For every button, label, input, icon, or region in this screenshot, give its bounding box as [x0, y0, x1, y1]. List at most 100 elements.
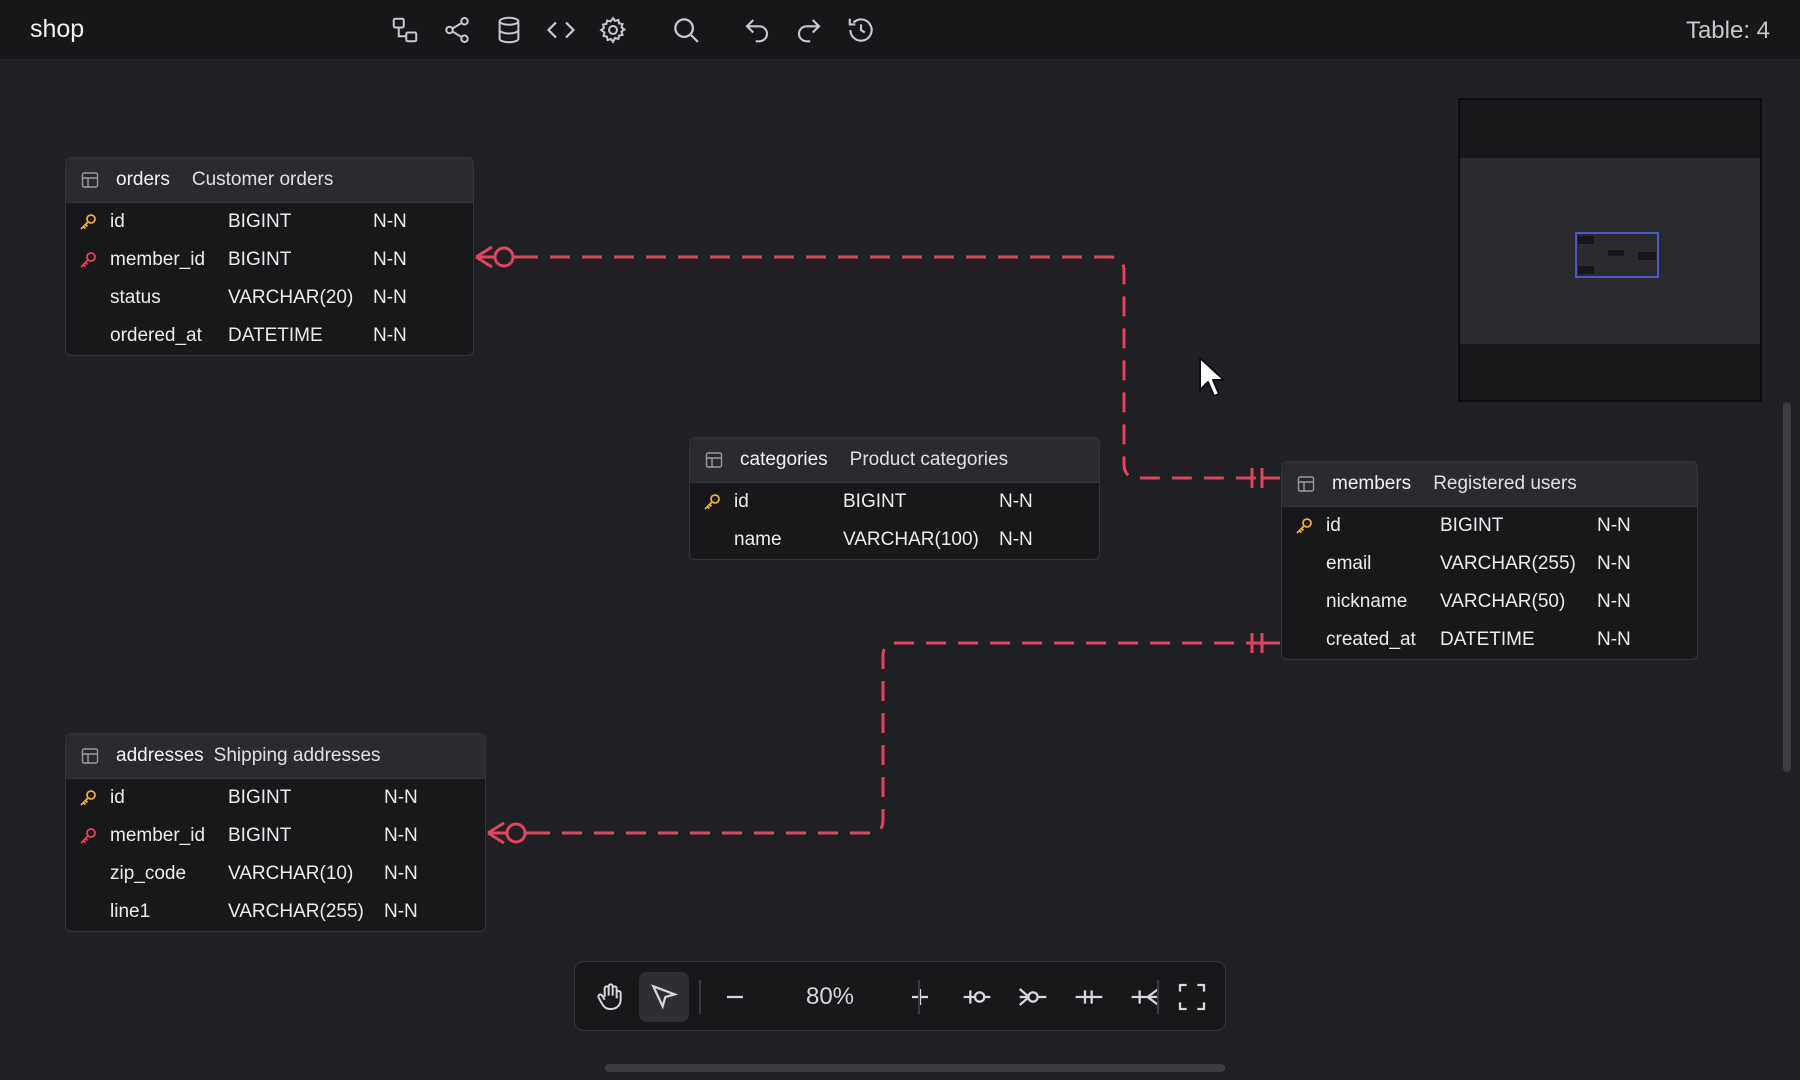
- redo-icon[interactable]: [792, 13, 826, 47]
- table-orders[interactable]: orders Customer orders id BIGINT N-N mem…: [65, 157, 474, 356]
- column-nullable[interactable]: N-N: [1597, 629, 1631, 650]
- column-row[interactable]: id BIGINT N-N: [66, 203, 473, 241]
- column-nullable[interactable]: N-N: [373, 249, 407, 270]
- fullscreen-icon[interactable]: [1167, 972, 1217, 1022]
- zoom-out-icon[interactable]: [710, 972, 760, 1022]
- relationship-icon[interactable]: [388, 13, 422, 47]
- vertical-scrollbar[interactable]: [1783, 402, 1791, 772]
- minimap[interactable]: [1458, 98, 1762, 402]
- zoom-level[interactable]: 80%: [805, 983, 855, 1010]
- column-row[interactable]: line1 VARCHAR(255) N-N: [66, 893, 485, 931]
- primary-key-icon: [80, 214, 96, 230]
- column-nullable[interactable]: N-N: [1597, 591, 1631, 612]
- zoom-in-icon[interactable]: [895, 972, 945, 1022]
- column-nullable[interactable]: N-N: [1597, 553, 1631, 574]
- table-name[interactable]: addresses: [116, 745, 204, 766]
- code-icon[interactable]: [544, 13, 578, 47]
- table-comment[interactable]: Registered users: [1433, 473, 1577, 494]
- zero-many-relation-icon[interactable]: [1008, 972, 1058, 1022]
- column-name[interactable]: status: [110, 287, 161, 308]
- table-comment[interactable]: Shipping addresses: [213, 745, 381, 766]
- column-name[interactable]: id: [110, 787, 125, 808]
- column-name[interactable]: ordered_at: [110, 325, 202, 346]
- column-type[interactable]: DATETIME: [1440, 629, 1535, 650]
- column-type[interactable]: BIGINT: [228, 825, 292, 846]
- column-nullable[interactable]: N-N: [384, 787, 418, 808]
- column-name[interactable]: zip_code: [110, 863, 187, 884]
- column-type[interactable]: VARCHAR(50): [1440, 591, 1566, 612]
- table-name[interactable]: categories: [740, 449, 828, 470]
- history-icon[interactable]: [844, 13, 878, 47]
- column-type[interactable]: VARCHAR(20): [228, 287, 354, 308]
- column-name[interactable]: member_id: [110, 825, 206, 846]
- column-row[interactable]: member_id BIGINT N-N: [66, 241, 473, 279]
- column-type[interactable]: DATETIME: [228, 325, 323, 346]
- column-type[interactable]: VARCHAR(10): [228, 863, 354, 884]
- column-row[interactable]: ordered_at DATETIME N-N: [66, 317, 473, 355]
- column-name[interactable]: id: [110, 211, 125, 232]
- table-comment[interactable]: Customer orders: [191, 169, 334, 190]
- table-header[interactable]: orders Customer orders: [66, 158, 473, 203]
- table-header[interactable]: categories Product categories: [690, 438, 1099, 483]
- table-comment[interactable]: Product categories: [849, 449, 1009, 470]
- table-members[interactable]: members Registered users id BIGINT N-N e…: [1281, 461, 1698, 660]
- one-many-relation-icon[interactable]: [1120, 972, 1170, 1022]
- select-tool-icon[interactable]: [639, 972, 689, 1022]
- column-name[interactable]: line1: [110, 901, 151, 922]
- table-name[interactable]: orders: [116, 169, 170, 190]
- column-name[interactable]: id: [734, 491, 749, 512]
- column-type[interactable]: BIGINT: [228, 249, 292, 270]
- settings-icon[interactable]: [596, 13, 630, 47]
- column-type[interactable]: VARCHAR(255): [1440, 553, 1576, 574]
- column-nullable[interactable]: N-N: [384, 901, 418, 922]
- column-nullable[interactable]: N-N: [384, 825, 418, 846]
- column-row[interactable]: name VARCHAR(100) N-N: [690, 521, 1099, 559]
- column-type[interactable]: VARCHAR(100): [843, 529, 979, 550]
- horizontal-scrollbar[interactable]: [605, 1064, 1225, 1072]
- column-nullable[interactable]: N-N: [999, 529, 1033, 550]
- column-type[interactable]: BIGINT: [228, 787, 292, 808]
- column-name[interactable]: member_id: [110, 249, 206, 270]
- project-title[interactable]: shop: [30, 15, 85, 43]
- column-row[interactable]: zip_code VARCHAR(10) N-N: [66, 855, 485, 893]
- column-row[interactable]: id BIGINT N-N: [690, 483, 1099, 521]
- column-row[interactable]: created_at DATETIME N-N: [1282, 621, 1697, 659]
- column-type[interactable]: BIGINT: [1440, 515, 1504, 536]
- toolbar-divider: [1157, 980, 1159, 1014]
- undo-icon[interactable]: [740, 13, 774, 47]
- table-categories[interactable]: categories Product categories id BIGINT …: [689, 437, 1100, 560]
- column-row[interactable]: email VARCHAR(255) N-N: [1282, 545, 1697, 583]
- column-row[interactable]: id BIGINT N-N: [1282, 507, 1697, 545]
- column-nullable[interactable]: N-N: [999, 491, 1033, 512]
- column-name[interactable]: id: [1326, 515, 1341, 536]
- zero-one-relation-icon[interactable]: [952, 972, 1002, 1022]
- table-name[interactable]: members: [1332, 473, 1412, 494]
- column-name[interactable]: name: [734, 529, 782, 550]
- column-type[interactable]: BIGINT: [228, 211, 292, 232]
- column-row[interactable]: status VARCHAR(20) N-N: [66, 279, 473, 317]
- share-icon[interactable]: [440, 13, 474, 47]
- column-nullable[interactable]: N-N: [373, 287, 407, 308]
- search-icon[interactable]: [669, 13, 703, 47]
- column-nullable[interactable]: N-N: [373, 325, 407, 346]
- column-name[interactable]: created_at: [1326, 629, 1416, 650]
- column-name[interactable]: nickname: [1326, 591, 1408, 612]
- column-name[interactable]: email: [1326, 553, 1372, 574]
- column-nullable[interactable]: N-N: [373, 211, 407, 232]
- one-one-relation-icon[interactable]: [1064, 972, 1114, 1022]
- canvas-toolbar: 80%: [574, 961, 1226, 1031]
- column-type[interactable]: VARCHAR(255): [228, 901, 364, 922]
- database-icon[interactable]: [492, 13, 526, 47]
- table-header[interactable]: addresses Shipping addresses: [66, 734, 485, 779]
- column-row[interactable]: member_id BIGINT N-N: [66, 817, 485, 855]
- column-type[interactable]: BIGINT: [843, 491, 907, 512]
- table-header[interactable]: members Registered users: [1282, 462, 1697, 507]
- table-addresses[interactable]: addresses Shipping addresses id BIGINT N…: [65, 733, 486, 932]
- minimap-viewport[interactable]: [1575, 232, 1659, 278]
- column-nullable[interactable]: N-N: [1597, 515, 1631, 536]
- hand-tool-icon[interactable]: [585, 972, 635, 1022]
- primary-key-icon: [80, 790, 96, 806]
- column-row[interactable]: id BIGINT N-N: [66, 779, 485, 817]
- column-nullable[interactable]: N-N: [384, 863, 418, 884]
- column-row[interactable]: nickname VARCHAR(50) N-N: [1282, 583, 1697, 621]
